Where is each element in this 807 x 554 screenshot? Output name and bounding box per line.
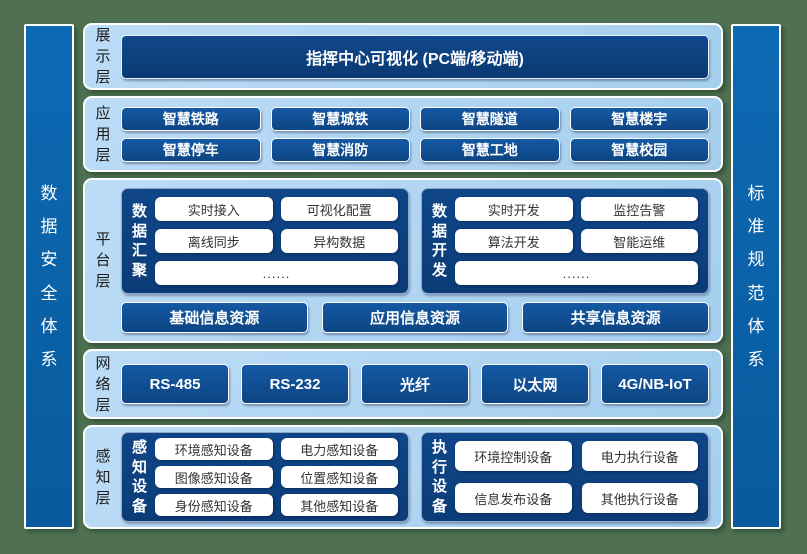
- group-label-sensing-devices: 感知设备: [132, 439, 148, 515]
- box-heterogeneous-data: 异构数据: [280, 229, 398, 253]
- group-label-actuating-devices: 执行设备: [432, 439, 448, 515]
- box-realtime-access: 实时接入: [155, 197, 273, 221]
- layer-label-application: 应用层: [95, 104, 111, 164]
- box-smart-parking: 智慧停车: [121, 137, 261, 162]
- group-data-development: 数据开发 实时开发 监控告警 算法开发 智能运维 ......: [421, 188, 709, 294]
- layer-label-display: 展示层: [95, 27, 111, 86]
- box-rs232: RS-232: [241, 364, 349, 404]
- box-4g-nbiot: 4G/NB-IoT: [601, 364, 709, 404]
- box-shared-info-resource: 共享信息资源: [522, 302, 710, 333]
- box-aggregation-ellipsis: ......: [155, 261, 398, 285]
- box-location-sensing: 位置感知设备: [280, 466, 398, 488]
- pillar-standards-label: 标准规范体系: [747, 184, 765, 369]
- box-power-sensing: 电力感知设备: [280, 438, 398, 460]
- group-label-data-aggregation: 数据汇聚: [132, 203, 148, 279]
- box-monitor-alert: 监控告警: [580, 197, 698, 221]
- box-ethernet: 以太网: [481, 364, 589, 404]
- box-optical-fiber: 光纤: [361, 364, 469, 404]
- box-visual-config: 可视化配置: [280, 197, 398, 221]
- pillar-data-security-label: 数据安全体系: [40, 184, 58, 369]
- box-development-ellipsis: ......: [455, 261, 698, 285]
- box-smart-tunnel: 智慧隧道: [420, 106, 560, 131]
- network-layer-content: RS-485 RS-232 光纤 以太网 4G/NB-IoT: [121, 351, 721, 417]
- pillar-standards: 标准规范体系: [731, 24, 781, 529]
- layer-panel-display: 展示层 指挥中心可视化 (PC端/移动端): [83, 23, 723, 90]
- box-smart-construction: 智慧工地: [420, 137, 560, 162]
- box-info-publish: 信息发布设备: [455, 483, 572, 513]
- box-command-center-visualization: 指挥中心可视化 (PC端/移动端): [121, 34, 709, 79]
- layer-panel-network: 网络层 RS-485 RS-232 光纤 以太网 4G/NB-IoT: [83, 349, 723, 419]
- layer-label-network: 网络层: [95, 354, 111, 414]
- sensing-devices-grid: 环境感知设备 电力感知设备 图像感知设备 位置感知设备 身份感知设备 其他感知设…: [155, 437, 398, 517]
- platform-resources-row: 基础信息资源 应用信息资源 共享信息资源: [121, 302, 710, 333]
- layer-label-platform: 平台层: [95, 231, 111, 290]
- box-env-sensing: 环境感知设备: [155, 438, 273, 460]
- group-data-aggregation: 数据汇聚 实时接入 可视化配置 离线同步 异构数据 ......: [121, 188, 409, 294]
- box-app-info-resource: 应用信息资源: [321, 302, 509, 333]
- box-image-sensing: 图像感知设备: [155, 466, 273, 488]
- group-label-data-development: 数据开发: [432, 203, 448, 279]
- box-identity-sensing: 身份感知设备: [155, 494, 273, 516]
- group-sensing-devices: 感知设备 环境感知设备 电力感知设备 图像感知设备 位置感知设备 身份感知设备 …: [121, 432, 409, 522]
- layer-panel-platform: 平台层 数据汇聚 实时接入 可视化配置 离线同步 异构数据 ......: [83, 178, 723, 343]
- box-smart-railway: 智慧铁路: [121, 106, 261, 131]
- box-basic-info-resource: 基础信息资源: [121, 302, 308, 333]
- layer-label-perception: 感知层: [95, 447, 111, 507]
- box-smart-campus: 智慧校园: [569, 137, 709, 162]
- data-aggregation-grid: 实时接入 可视化配置 离线同步 异构数据 ......: [155, 197, 398, 285]
- box-smart-firefighting: 智慧消防: [270, 137, 410, 162]
- group-actuating-devices: 执行设备 环境控制设备 电力执行设备 信息发布设备 其他执行设备: [421, 432, 709, 522]
- perception-layer-content: 感知设备 环境感知设备 电力感知设备 图像感知设备 位置感知设备 身份感知设备 …: [121, 427, 721, 527]
- box-smart-metro: 智慧城铁: [270, 106, 410, 131]
- layer-panel-perception: 感知层 感知设备 环境感知设备 电力感知设备 图像感知设备 位置感知设备 身份感…: [83, 425, 723, 529]
- box-realtime-dev: 实时开发: [455, 197, 573, 221]
- platform-groups-row: 数据汇聚 实时接入 可视化配置 离线同步 异构数据 ...... 数据开发: [121, 188, 709, 294]
- layer-panel-application: 应用层 智慧铁路 智慧城铁 智慧隧道 智慧楼宇 智慧停车 智慧消防 智慧工地 智…: [83, 96, 723, 172]
- box-other-sensing: 其他感知设备: [280, 494, 398, 516]
- box-power-actuator: 电力执行设备: [581, 441, 698, 471]
- display-layer-content: 指挥中心可视化 (PC端/移动端): [121, 25, 721, 88]
- pillar-data-security: 数据安全体系: [24, 24, 74, 529]
- actuating-devices-grid: 环境控制设备 电力执行设备 信息发布设备 其他执行设备: [455, 437, 698, 517]
- box-intelligent-ops: 智能运维: [580, 229, 698, 253]
- box-smart-building: 智慧楼宇: [569, 106, 709, 131]
- platform-layer-content: 数据汇聚 实时接入 可视化配置 离线同步 异构数据 ...... 数据开发: [121, 180, 721, 341]
- data-development-grid: 实时开发 监控告警 算法开发 智能运维 ......: [455, 197, 698, 285]
- box-rs485: RS-485: [121, 364, 229, 404]
- box-env-control: 环境控制设备: [455, 441, 572, 471]
- box-offline-sync: 离线同步: [155, 229, 273, 253]
- box-algorithm-dev: 算法开发: [455, 229, 573, 253]
- box-other-actuator: 其他执行设备: [581, 483, 698, 513]
- application-layer-content: 智慧铁路 智慧城铁 智慧隧道 智慧楼宇 智慧停车 智慧消防 智慧工地 智慧校园: [121, 98, 721, 170]
